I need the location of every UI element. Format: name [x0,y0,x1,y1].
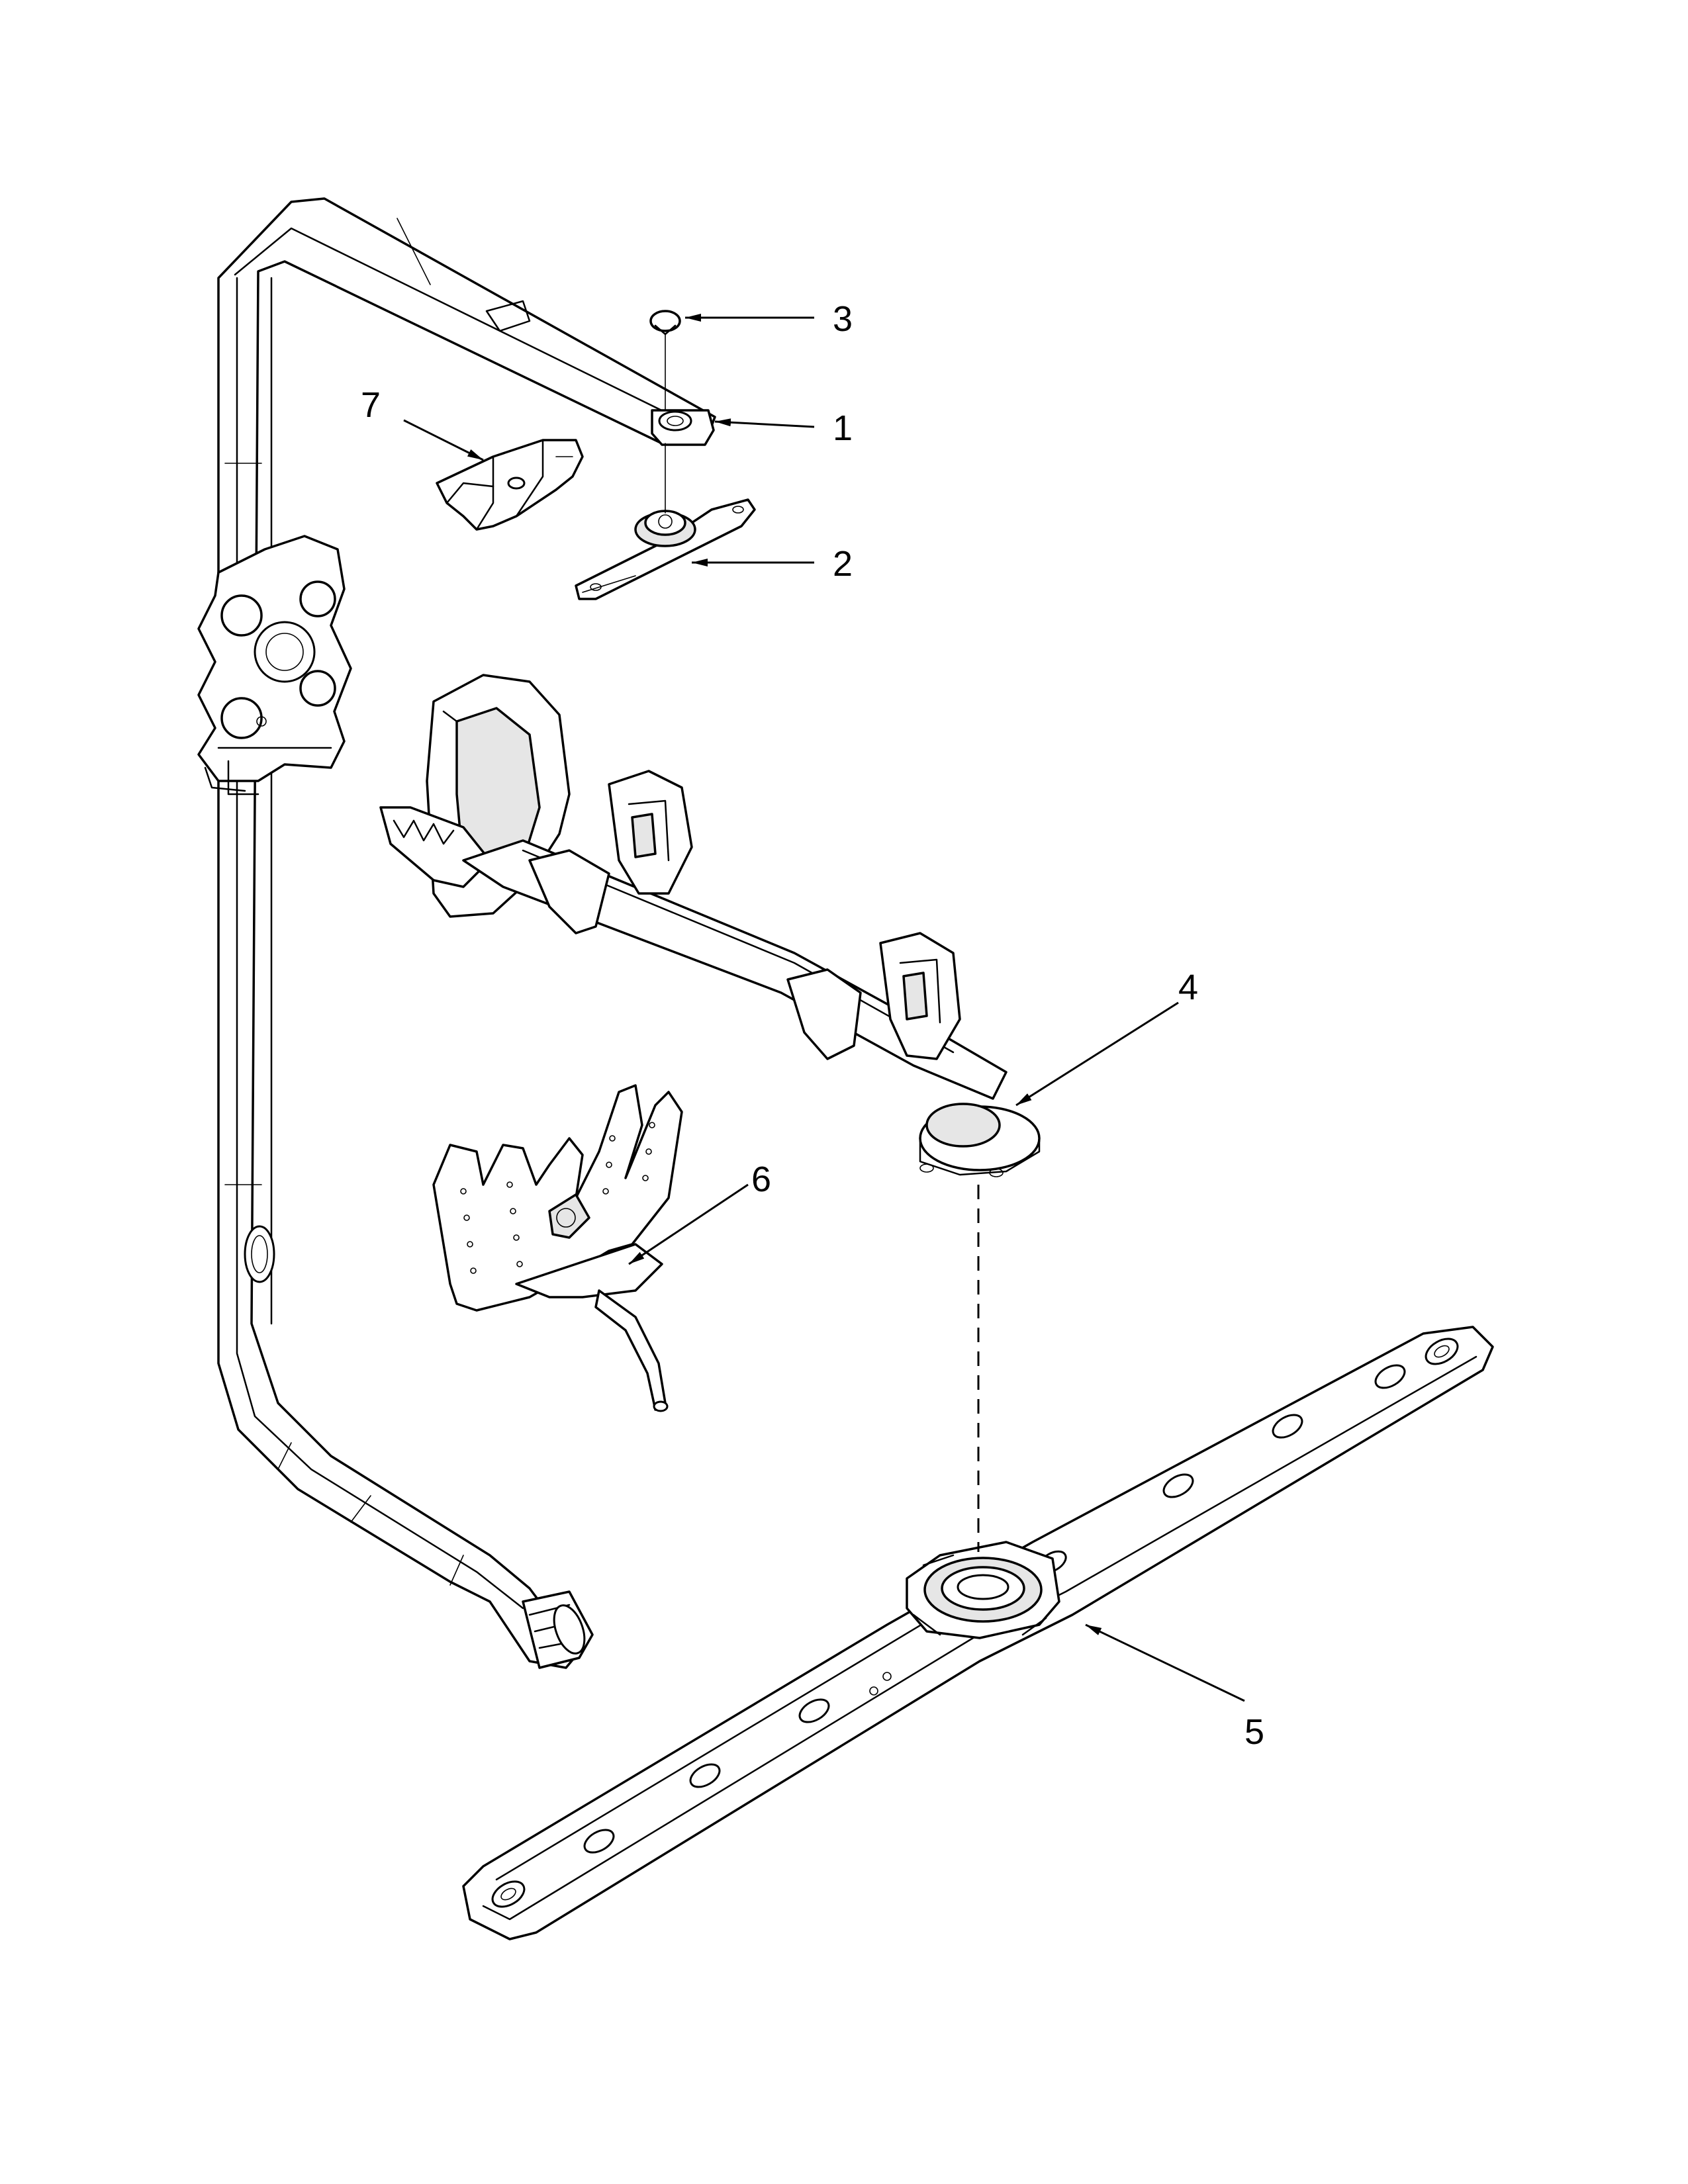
tube-mount-bracket [197,535,352,796]
callout-6: 6 [751,1160,771,1199]
leader-arrow-5 [1085,1623,1245,1702]
callout-3: 3 [833,299,853,339]
callout-5: 5 [1244,1712,1264,1752]
callout-7: 7 [361,385,381,425]
callout-2: 2 [833,544,853,584]
part-3-cap [649,310,681,411]
leader-arrow-6 [628,1183,749,1265]
part-6-spray-manifold [432,1084,683,1412]
leader-arrows [403,314,1245,1702]
jet-holes [460,1122,655,1274]
leader-arrow-7 [403,419,484,461]
callout-numbers: 3 1 2 7 4 6 5 [361,299,1264,1752]
supply-tube [217,197,716,1669]
part-2-spray-arm [575,443,756,600]
part-7-clip [436,439,584,531]
leader-arrow-1 [714,418,815,428]
leader-arrow-4 [1015,1001,1179,1107]
callout-1: 1 [833,408,853,448]
part-5-lower-spray-arm [462,1326,1494,1940]
callout-4: 4 [1178,968,1198,1007]
part-4-manifold [379,674,1041,1177]
